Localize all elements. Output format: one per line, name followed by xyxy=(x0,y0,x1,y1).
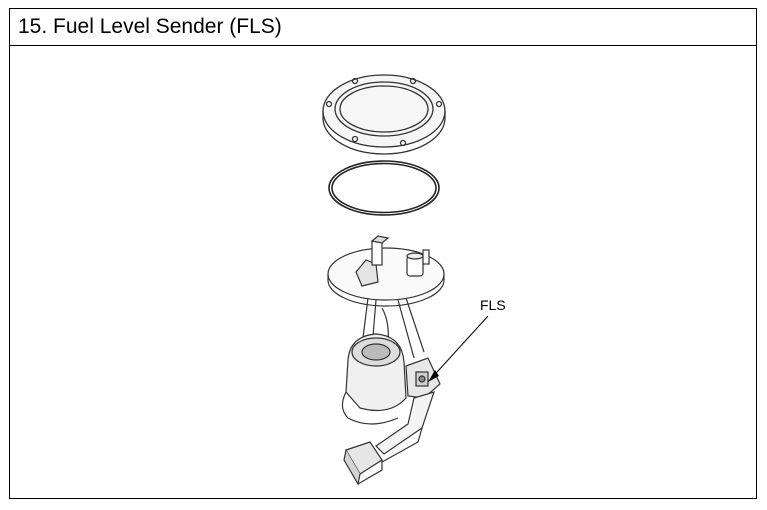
retainer-ring xyxy=(322,74,446,155)
figure-header: 15. Fuel Level Sender (FLS) xyxy=(10,9,756,46)
callout-arrowhead xyxy=(428,370,439,382)
figure-frame: 15. Fuel Level Sender (FLS) xyxy=(9,8,757,499)
fls-callout-label: FLS xyxy=(480,297,506,313)
fls-callout: FLS xyxy=(427,297,506,383)
fuel-pump-module-assembly xyxy=(327,235,445,486)
page-title: 15. Fuel Level Sender (FLS) xyxy=(18,15,282,38)
o-ring-gasket xyxy=(328,160,440,216)
callout-leader-line xyxy=(427,315,489,383)
exploded-view-diagram: FLS xyxy=(322,74,506,486)
